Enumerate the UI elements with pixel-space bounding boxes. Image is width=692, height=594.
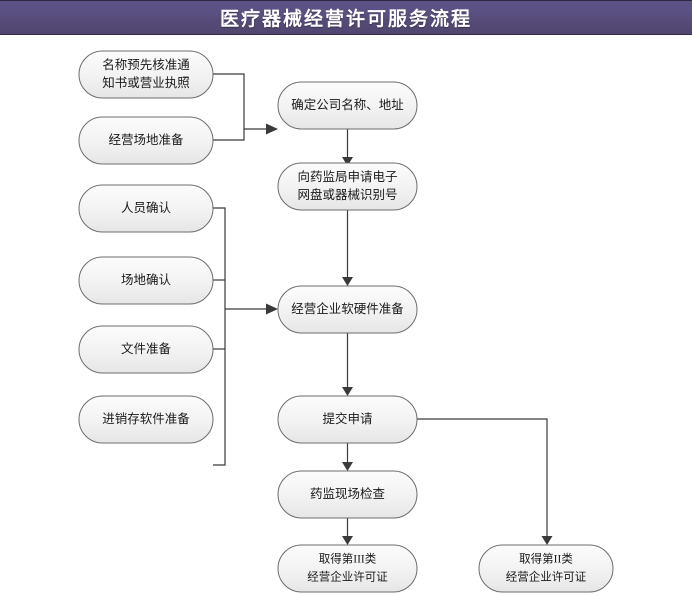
node-layer: 名称预先核准通 知书或营业执照 经营场地准备 人员确认 场地确认 文件准 xyxy=(78,50,614,593)
node-document-preparation[interactable]: 文件准备 xyxy=(78,325,214,374)
node-label-line: 进销存软件准备 xyxy=(102,412,190,426)
header-banner: 医疗器械经营许可服务流程 xyxy=(0,0,692,35)
node-label-line: 经营企业许可证 xyxy=(307,570,388,584)
connector-n8-to-n9 xyxy=(342,210,353,286)
node-onsite-inspection[interactable]: 药监现场检查 xyxy=(277,470,418,519)
node-determine-company-name-address[interactable]: 确定公司名称、地址 xyxy=(277,81,418,130)
node-label-line: 文件准备 xyxy=(121,341,172,356)
node-business-site-prep[interactable]: 经营场地准备 xyxy=(78,116,214,165)
node-apply-edisk-device-id[interactable]: 向药监局申请电子 网盘或器械识别号 xyxy=(277,162,418,211)
node-label-line: 场地确认 xyxy=(121,273,172,287)
node-label-line: 知书或营业执照 xyxy=(102,76,190,90)
node-name-approval-or-license[interactable]: 名称预先核准通 知书或营业执照 xyxy=(78,50,214,99)
node-label-line: 取得第II类 xyxy=(519,552,573,566)
node-label-line: 名称预先核准通 xyxy=(102,57,190,72)
node-submit-application[interactable]: 提交申请 xyxy=(277,395,418,444)
connector-n9-to-n10 xyxy=(342,333,353,396)
node-site-confirmation[interactable]: 场地确认 xyxy=(78,256,214,305)
node-label-line: 向药监局申请电子 xyxy=(297,169,397,184)
connector-layer xyxy=(213,73,553,545)
node-label-line: 提交申请 xyxy=(322,411,372,426)
page-title: 医疗器械经营许可服务流程 xyxy=(219,9,472,30)
node-inventory-software-prep[interactable]: 进销存软件准备 xyxy=(78,395,214,444)
node-label-line: 药监现场检查 xyxy=(310,486,386,501)
node-label-line: 经营企业许可证 xyxy=(506,570,587,584)
connector-n10-to-n11 xyxy=(342,443,353,471)
node-enterprise-software-hardware-prep[interactable]: 经营企业软硬件准备 xyxy=(277,285,418,334)
connector-n1-n2-to-n7 xyxy=(213,73,278,141)
connector-n11-to-n12 xyxy=(342,518,353,545)
node-obtain-class-ii-license[interactable]: 取得第II类 经营企业许可证 xyxy=(478,544,614,593)
node-personnel-confirmation[interactable]: 人员确认 xyxy=(78,184,214,233)
node-obtain-class-iii-license[interactable]: 取得第III类 经营企业许可证 xyxy=(277,544,418,593)
node-label-line: 人员确认 xyxy=(121,201,172,215)
node-label-line: 取得第III类 xyxy=(319,552,377,566)
node-label-line: 经营场地准备 xyxy=(108,133,184,147)
node-label-line: 网盘或器械识别号 xyxy=(297,187,397,202)
node-label-line: 经营企业软硬件准备 xyxy=(291,301,404,316)
connector-left-group-to-n9 xyxy=(213,207,278,466)
connector-n10-to-n13 xyxy=(417,418,553,545)
node-label-line: 确定公司名称、地址 xyxy=(291,97,404,112)
flowchart-canvas: 名称预先核准通 知书或营业执照 经营场地准备 人员确认 场地确认 文件准 xyxy=(78,50,614,593)
connector-n7-to-n8 xyxy=(342,129,353,166)
